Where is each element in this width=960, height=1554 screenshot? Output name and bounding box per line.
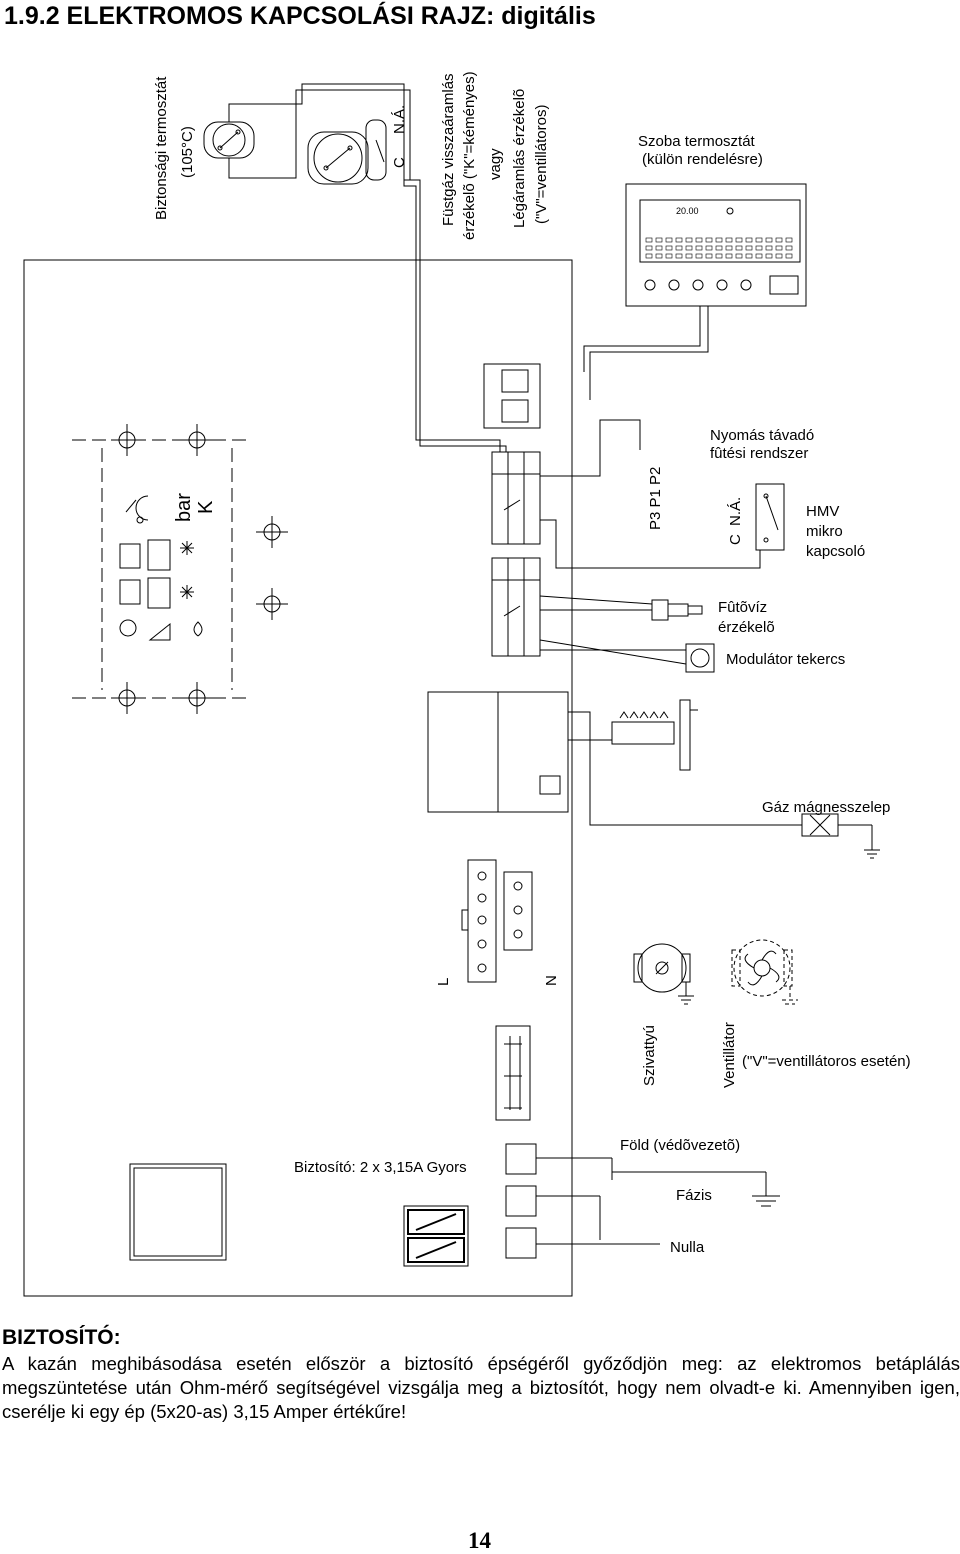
safety-thermostat-label-2: (105°C): [179, 126, 196, 178]
flue-sensor-symbol: [307, 119, 387, 185]
panel-display-icons: [119, 495, 203, 641]
earth-label: Föld (védõvezetõ): [620, 1137, 740, 1154]
fuse-block: [505, 1143, 780, 1259]
fan-rotor: [744, 950, 780, 986]
hmv-switch-label-2: mikro: [806, 523, 843, 540]
modulator-label: Modulátor tekercs: [726, 651, 845, 668]
terminal-l-label: L: [435, 978, 452, 986]
flue-pin-na: N.Á.: [391, 105, 408, 134]
heating-sensor-symbol: [539, 595, 703, 621]
gas-valve-label: Gáz mágnesszelep: [762, 799, 890, 816]
control-panel: [72, 439, 248, 699]
panel-screws: [111, 424, 288, 714]
ignition-block: [427, 691, 569, 813]
fan-label: Ventillátor: [721, 1022, 738, 1088]
room-thermostat-terminal: [483, 363, 541, 429]
burner-electrodes: [568, 699, 698, 771]
warning-heading: BIZTOSÍTÓ:: [2, 1326, 121, 1349]
neutral-label: Nulla: [670, 1239, 705, 1256]
hmv-switch-label-1: HMV: [806, 503, 839, 520]
heating-sensor-label-2: érzékelõ: [718, 619, 775, 636]
gas-valve-symbol: [568, 711, 880, 859]
room-thermostat-symbol: 20.00: [625, 183, 807, 307]
flue-sensor-label-5: ("V"=ventillátoros): [533, 105, 550, 224]
hmv-pin-c: C: [727, 534, 744, 545]
flue-sensor-label-1: Füstgáz visszaáramlás: [440, 73, 457, 226]
sensor-connector-block: [491, 451, 541, 545]
flue-pin-c: C: [391, 157, 408, 168]
pressure-sensor-label-1: Nyomás távadó: [710, 427, 814, 444]
pump-symbol: [633, 943, 694, 1005]
fan-note: ("V"=ventillátoros esetén): [742, 1053, 911, 1070]
power-terminal-block: [461, 859, 533, 983]
safety-thermostat-symbol: [203, 112, 255, 170]
page-title: 1.9.2 ELEKTROMOS KAPCSOLÁSI RAJZ: digitá…: [4, 2, 596, 30]
fuse-holders: [403, 1205, 469, 1267]
pump-fan-connector: [495, 1025, 531, 1121]
hmv-switch-symbol: [755, 483, 785, 551]
flue-sensor-label-3: vagy: [487, 148, 504, 180]
hmv-switch-label-3: kapcsoló: [806, 543, 865, 560]
terminal-n-label: N: [543, 975, 560, 986]
fuse-label: Biztosító: 2 x 3,15A Gyors: [294, 1159, 467, 1176]
room-thermostat-label-2: (külön rendelésre): [642, 151, 763, 168]
wiring-diagram: Biztonsági termosztát (105°C) C N.Á. Füs…: [23, 71, 911, 1297]
phase-label: Fázis: [676, 1187, 712, 1204]
panel-text-k: K: [195, 500, 217, 514]
page-number: 14: [468, 1528, 491, 1553]
heating-sensor-label-1: Fûtõvíz: [718, 599, 767, 616]
pressure-sensor-label-2: fûtési rendszer: [710, 445, 808, 462]
connector-pin-labels: P3 P1 P2: [647, 467, 664, 530]
pump-label: Szivattyú: [641, 1025, 658, 1086]
room-thermostat-label-1: Szoba termosztát: [638, 133, 756, 150]
flue-sensor-label-4: Légáramlás érzékelõ: [511, 89, 528, 228]
room-thermostat-display: 20.00: [676, 206, 699, 216]
safety-thermostat-label-1: Biztonsági termosztát: [153, 76, 170, 220]
pcb-outline: [23, 259, 573, 1297]
panel-text-bar: bar: [173, 493, 195, 522]
fan-symbol: [731, 939, 798, 1005]
modulator-connector-block: [491, 557, 541, 657]
flue-sensor-label-2: érzékelõ ("K"=kéményes): [461, 71, 478, 240]
transformer-box: [129, 1163, 227, 1261]
warning-text: A kazán meghibásodása esetén először a b…: [2, 1353, 960, 1422]
modulator-coil-symbol: [539, 639, 715, 673]
hmv-pin-na: N.Á.: [727, 497, 744, 526]
